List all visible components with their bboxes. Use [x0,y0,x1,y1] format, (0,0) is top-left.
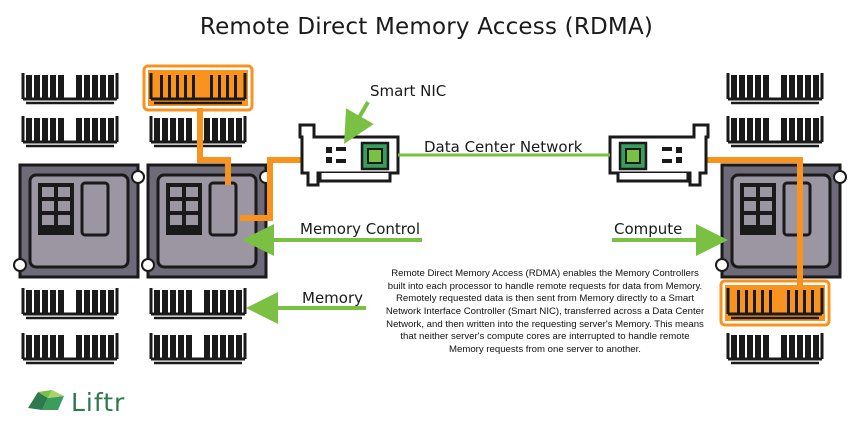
memory-module [146,328,250,368]
memory-module [18,328,122,368]
smart-nic-label: Smart NIC [370,82,446,100]
memory-module [723,111,827,151]
right-cpu [714,163,848,279]
left-data-path [197,108,308,221]
memory-module [146,283,250,323]
memory-module-highlighted [719,279,831,327]
left-cpu-a [12,163,146,279]
memory-label: Memory [302,289,363,307]
memory-module [723,328,827,368]
memory-module [18,283,122,323]
memory-module [723,68,827,108]
left-server [12,64,274,368]
smart-nic-arrow [344,101,374,144]
liftr-logo-icon [28,390,64,410]
memory-control-label: Memory Control [300,220,420,238]
smart-nic-left [298,123,400,187]
logo-text: Liftr [71,388,126,417]
smart-nic-right [608,123,710,187]
memory-module-highlighted [142,64,254,112]
right-data-path [690,157,803,285]
diagram-title: Remote Direct Memory Access (RDMA) [199,14,654,40]
right-server [714,68,848,368]
network-label: Data Center Network [424,138,583,156]
memory-module [18,111,122,151]
memory-module [18,68,122,108]
rdma-description: Remote Direct Memory Access (RDMA) enabl… [385,268,705,355]
compute-label: Compute [614,220,682,238]
